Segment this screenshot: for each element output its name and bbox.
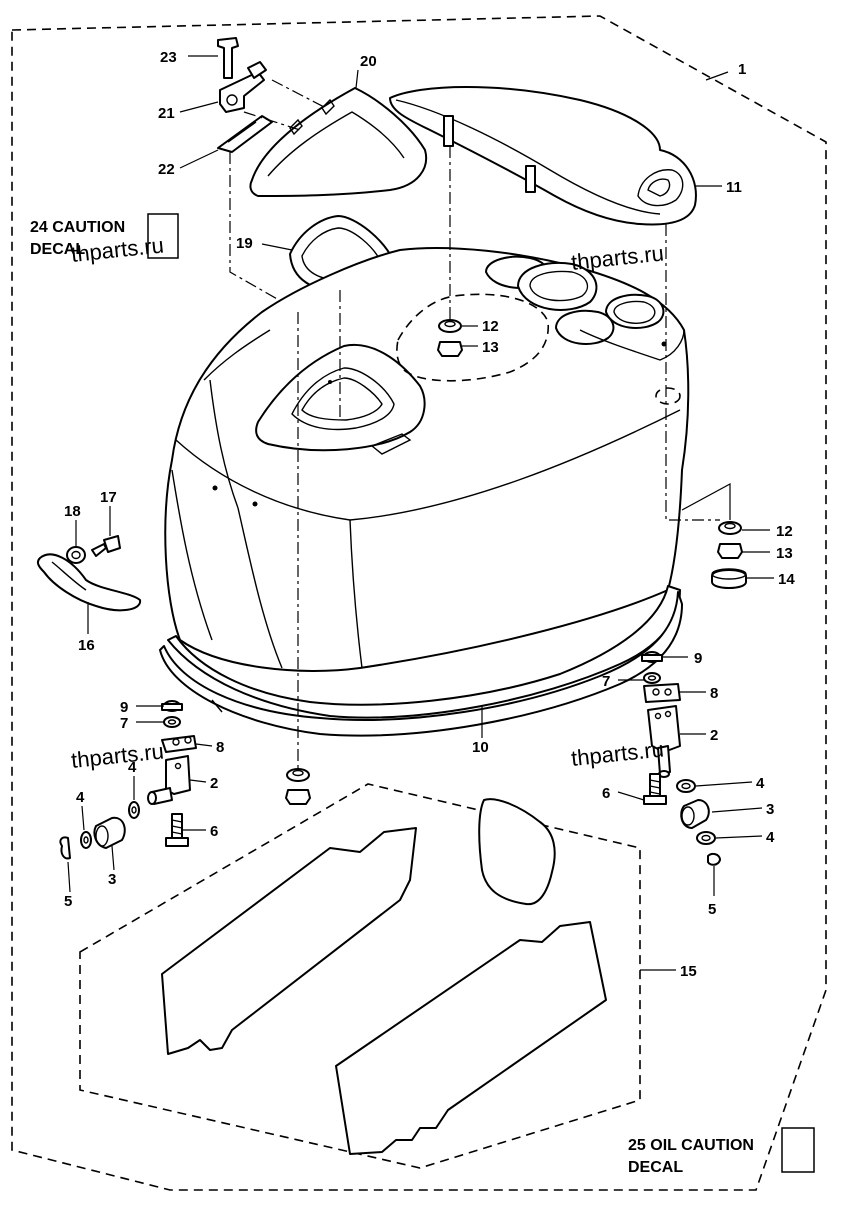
latch-handle xyxy=(36,535,142,612)
callout-12-right: 12 xyxy=(776,523,793,540)
watermark: thparts.ru xyxy=(570,240,665,275)
callout-8-left: 8 xyxy=(216,739,224,756)
rear-cowl xyxy=(389,86,697,226)
callout-21: 21 xyxy=(158,105,175,122)
callout-7-right: 7 xyxy=(602,673,610,690)
callout-4-left-a: 4 xyxy=(128,759,137,776)
top-cover xyxy=(249,87,428,197)
grommet-nut-right xyxy=(681,482,747,589)
callout-12-upper: 12 xyxy=(482,318,499,335)
callout-22: 22 xyxy=(158,161,175,178)
callout-14: 14 xyxy=(778,571,795,588)
callout-17: 17 xyxy=(100,489,117,506)
callout-18: 18 xyxy=(64,503,81,520)
callout-labels: 1 20 23 21 22 11 19 12 13 17 18 16 12 13… xyxy=(64,49,795,980)
grommet-nut-lower xyxy=(285,768,311,805)
caution25-line2: DECAL xyxy=(628,1159,683,1176)
callout-3-left: 3 xyxy=(108,871,116,888)
grommet-nut-upper xyxy=(437,319,463,357)
caution24-box xyxy=(147,213,179,259)
callout-5-left: 5 xyxy=(64,893,72,910)
callout-19: 19 xyxy=(236,235,253,252)
callout-11: 11 xyxy=(726,179,742,196)
assembly-boundary xyxy=(11,15,827,1191)
watermark: thparts.ru xyxy=(70,738,165,773)
latch-hardware xyxy=(217,37,327,313)
foam-kit xyxy=(79,783,641,1169)
alignment-line xyxy=(665,224,720,521)
callout-13-right: 13 xyxy=(776,545,793,562)
caution24-line1: 24 CAUTION xyxy=(30,219,125,236)
callout-1: 1 xyxy=(738,61,746,78)
cowl-seal xyxy=(159,585,683,737)
caution-decal-24: 24 CAUTION DECAL xyxy=(30,213,179,259)
callout-9-left: 9 xyxy=(120,699,128,716)
leader-lines xyxy=(67,55,774,971)
callout-4-right-a: 4 xyxy=(756,775,765,792)
caution25-line1: 25 OIL CAUTION xyxy=(628,1137,754,1154)
callout-15: 15 xyxy=(680,963,697,980)
callout-2-left: 2 xyxy=(210,775,218,792)
callout-3-right: 3 xyxy=(766,801,774,818)
callout-10: 10 xyxy=(472,739,489,756)
callout-4-right-b: 4 xyxy=(766,829,775,846)
callout-2-right: 2 xyxy=(710,727,718,744)
callout-23: 23 xyxy=(160,49,177,66)
callout-5-right: 5 xyxy=(708,901,716,918)
right-bracket-hardware xyxy=(641,651,721,866)
callout-4-left-b: 4 xyxy=(76,789,85,806)
watermark: thparts.ru xyxy=(570,736,665,771)
callout-9-right: 9 xyxy=(694,650,702,667)
callout-6-right: 6 xyxy=(602,785,610,802)
main-cowl xyxy=(164,247,690,672)
caution25-box xyxy=(781,1127,815,1173)
hole-outline xyxy=(655,387,681,405)
caution-decal-25: 25 OIL CAUTION DECAL xyxy=(628,1127,815,1176)
callout-7-left: 7 xyxy=(120,715,128,732)
callout-20: 20 xyxy=(360,53,377,70)
caution24-line2: DECAL xyxy=(30,241,85,258)
callout-6-left: 6 xyxy=(210,823,218,840)
callout-13-upper: 13 xyxy=(482,339,499,356)
watermarks: thparts.ru thparts.ru thparts.ru thparts… xyxy=(70,232,665,773)
callout-16: 16 xyxy=(78,637,95,654)
left-bracket-hardware xyxy=(59,700,197,860)
watermark: thparts.ru xyxy=(70,232,165,267)
callout-8-right: 8 xyxy=(710,685,718,702)
